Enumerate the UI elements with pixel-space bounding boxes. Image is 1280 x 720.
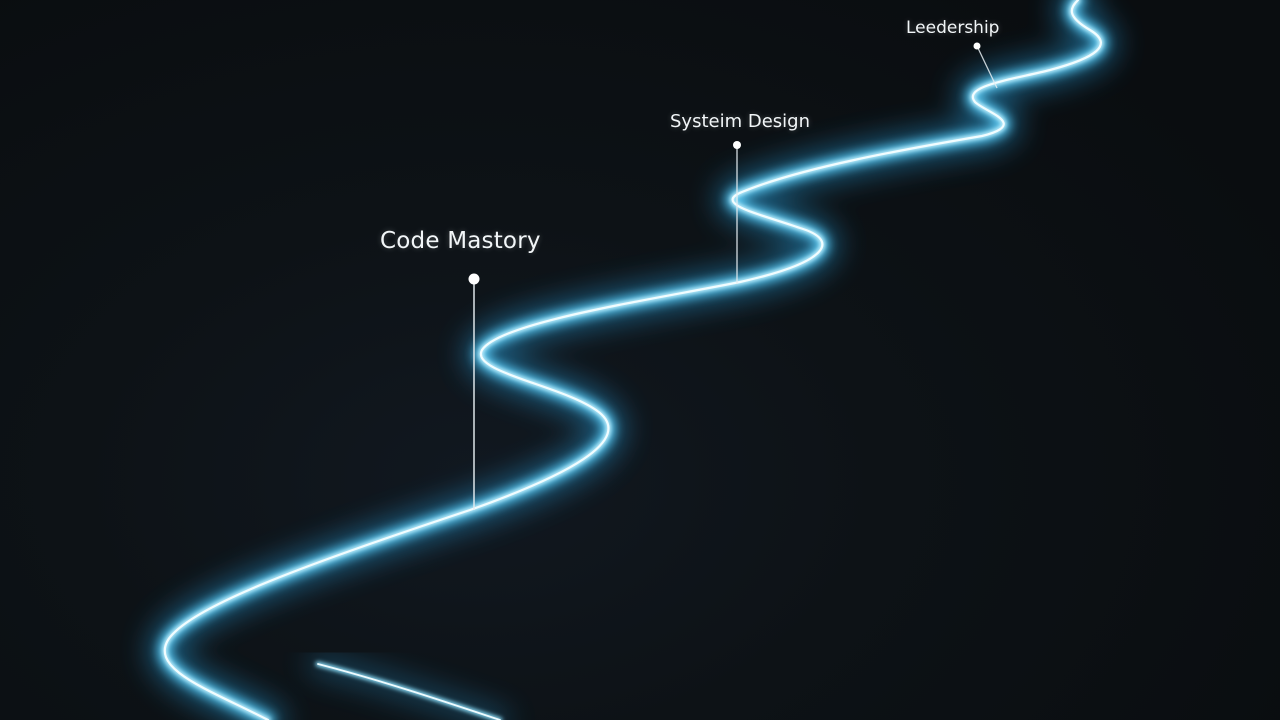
lower-light-streak <box>308 654 510 720</box>
milestone-label-leadership: Leedership <box>906 18 1000 38</box>
milestone-label-system-design: Systeim Design <box>670 111 810 132</box>
winding-path <box>147 0 1118 720</box>
milestone-label-code-mastery: Code Mastory <box>380 228 541 254</box>
milestone-pin-leadership <box>973 42 998 89</box>
milestone-pin-code-mastery <box>468 273 480 510</box>
milestone-pin-system-design <box>733 141 741 284</box>
